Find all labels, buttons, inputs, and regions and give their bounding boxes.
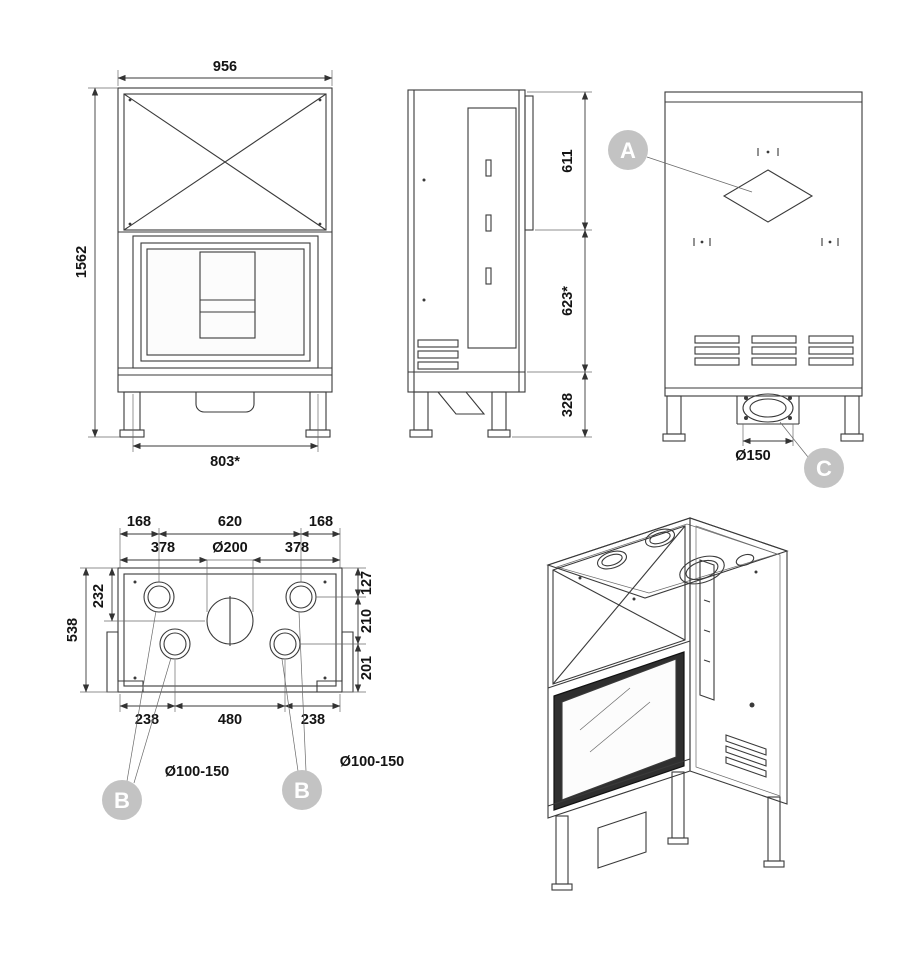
top-dim-238-right: 238 [301, 712, 325, 728]
callout-b-left-badge [102, 780, 142, 820]
front-width-dimension: 956 [117, 59, 333, 86]
iso-right-face-details [695, 525, 781, 797]
iso-door [547, 651, 691, 811]
top-bottom-dimensions: 238 480 238 [119, 660, 341, 728]
front-view: 956 [74, 59, 333, 470]
top-dim-620: 620 [218, 514, 242, 530]
top-dim-168-right: 168 [309, 514, 333, 530]
iso-view [546, 517, 789, 891]
top-row2-dimensions: 378 Ø200 378 [119, 540, 341, 612]
iso-legs [551, 771, 785, 891]
callout-c-label: C [816, 456, 832, 481]
top-dim-378-right: 378 [285, 540, 309, 556]
top-row1-dimensions: 168 620 168 [119, 514, 341, 582]
top-dim-232: 232 [91, 584, 107, 608]
callout-b-right-badge [282, 770, 322, 810]
back-flue-diameter-label: Ø150 [735, 448, 770, 464]
callout-b-left-label: B [114, 788, 130, 813]
side-body-outline [407, 89, 534, 393]
top-outlets [143, 581, 317, 660]
outlet-label-left: Ø100-150 [165, 764, 230, 780]
front-height-label: 1562 [74, 246, 90, 278]
outlet-labels: Ø100-150 Ø100-150 [165, 754, 405, 780]
top-dim-480: 480 [218, 712, 242, 728]
top-body-outline [106, 567, 354, 693]
back-view: A Ø150 C [608, 91, 864, 488]
top-dim-168-left: 168 [127, 514, 151, 530]
back-vent-grilles [694, 335, 854, 366]
callout-a-label: A [620, 138, 636, 163]
outlet-label-right: Ø100-150 [340, 754, 405, 770]
iso-top-openings [578, 528, 758, 601]
top-dim-210: 210 [359, 609, 375, 633]
iso-front-x-panel [547, 525, 691, 689]
side-dim-bottom-label: 328 [560, 393, 576, 417]
top-dim-201: 201 [359, 656, 375, 680]
top-left-dimensions: 232 538 [65, 567, 205, 693]
top-right-dimensions: 127 210 201 [300, 567, 375, 693]
callout-a: A [608, 130, 753, 193]
back-flue-diameter-dimension: Ø150 [735, 424, 794, 464]
callout-c: C [779, 421, 844, 488]
top-dim-d200: Ø200 [212, 540, 247, 556]
callout-c-badge [804, 448, 844, 488]
side-dim-top-label: 611 [560, 149, 576, 172]
side-legs-and-chute [409, 391, 511, 438]
back-flue-outlet [736, 393, 800, 425]
top-dim-127: 127 [359, 571, 375, 595]
callout-b-left: B [102, 610, 172, 820]
callout-a-badge [608, 130, 648, 170]
callout-b-right: B [281, 611, 322, 810]
side-dimensions: 611 623* 328 [512, 91, 592, 438]
front-width-label: 956 [213, 59, 237, 75]
side-dim-middle-label: 623* [560, 286, 576, 316]
front-base-and-legs [118, 367, 332, 438]
top-dim-238-left: 238 [135, 712, 159, 728]
front-bottom-width-label: 803* [210, 454, 240, 470]
front-height-dimension: 1562 [74, 87, 120, 438]
top-view: 168 620 168 378 Ø200 378 232 538 [65, 514, 404, 820]
back-legs [662, 395, 864, 442]
top-dim-538: 538 [65, 618, 81, 642]
front-firebox-door [132, 235, 319, 369]
side-view: 611 623* 328 [407, 89, 592, 438]
top-dim-378-left: 378 [151, 540, 175, 556]
front-bottom-width-dimension: 803* [132, 394, 319, 470]
callout-b-right-label: B [294, 778, 310, 803]
